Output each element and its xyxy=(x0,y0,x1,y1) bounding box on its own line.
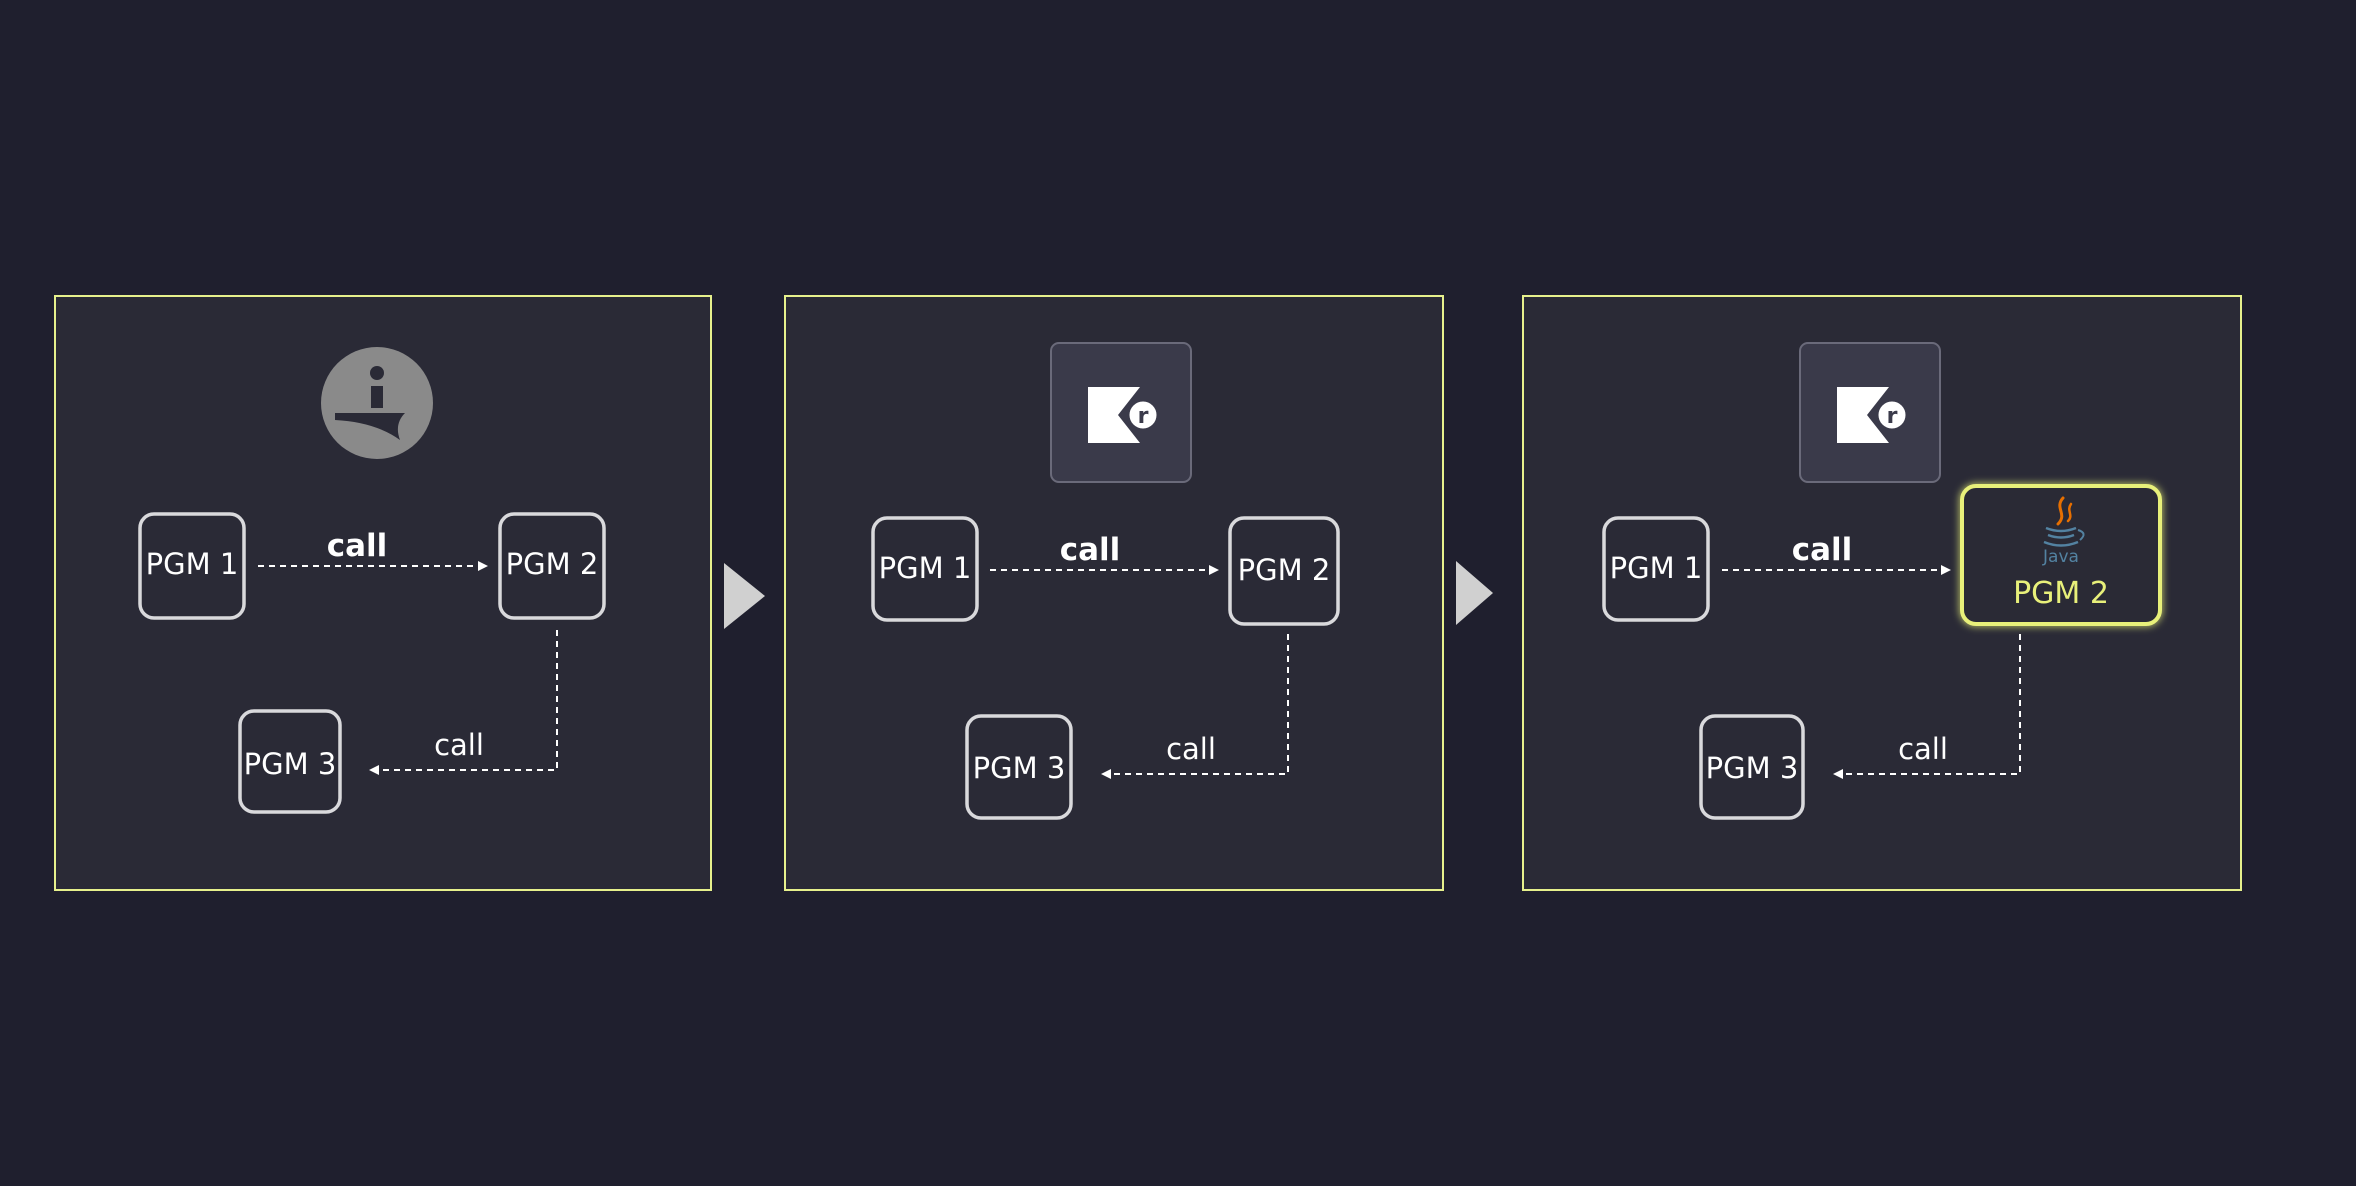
pgm1-label: PGM 1 xyxy=(879,551,972,585)
call-label-bottom: call xyxy=(434,728,484,762)
pgm1-node: PGM 1 xyxy=(1602,516,1710,622)
step-arrow-2 xyxy=(1456,561,1493,625)
java-icon: Java xyxy=(2042,496,2085,567)
pgm3-label: PGM 3 xyxy=(244,747,337,781)
call-label-bottom: call xyxy=(1166,732,1216,766)
pgm2-label: PGM 2 xyxy=(2013,576,2109,611)
pgm1-label: PGM 1 xyxy=(146,547,239,581)
pgm1-label: PGM 1 xyxy=(1610,551,1703,585)
pgm3-node: PGM 3 xyxy=(1699,714,1805,820)
pgm1-node: PGM 1 xyxy=(138,512,246,620)
call-label-bottom: call xyxy=(1898,732,1948,766)
pgm3-node: PGM 3 xyxy=(965,714,1073,820)
pgm3-label: PGM 3 xyxy=(1706,751,1799,785)
pgm3-label: PGM 3 xyxy=(973,751,1066,785)
call-label-top: call xyxy=(1792,532,1853,568)
pgm2-node: PGM 2 xyxy=(498,512,606,620)
panel-2: r PGM 1 PGM 2 PGM 3 call call xyxy=(784,295,1444,891)
svg-text:r: r xyxy=(1887,404,1898,429)
k-r-logo-icon: r xyxy=(1799,342,1941,483)
pgm2-label: PGM 2 xyxy=(1238,553,1331,587)
info-icon xyxy=(321,347,433,459)
step-arrow-1 xyxy=(724,563,765,629)
panel-1: PGM 1 PGM 2 PGM 3 call call xyxy=(54,295,712,891)
pgm2-label: PGM 2 xyxy=(506,547,599,581)
java-label: Java xyxy=(2042,547,2079,567)
pgm3-node: PGM 3 xyxy=(238,709,342,814)
panel-3: r PGM 1 Java PGM 2 PGM 3 call xyxy=(1522,295,2242,891)
call-label-top: call xyxy=(327,528,388,564)
pgm2-node: PGM 2 xyxy=(1228,516,1340,626)
call-label-top: call xyxy=(1060,532,1121,568)
pgm2-java-node: Java PGM 2 xyxy=(1960,484,2162,626)
call-arrow-bottom xyxy=(1833,634,2021,779)
k-r-logo-icon: r xyxy=(1050,342,1192,483)
call-arrow-bottom xyxy=(369,630,558,775)
pgm1-node: PGM 1 xyxy=(871,516,979,622)
call-arrow-bottom xyxy=(1101,634,1289,779)
svg-text:r: r xyxy=(1138,404,1149,429)
